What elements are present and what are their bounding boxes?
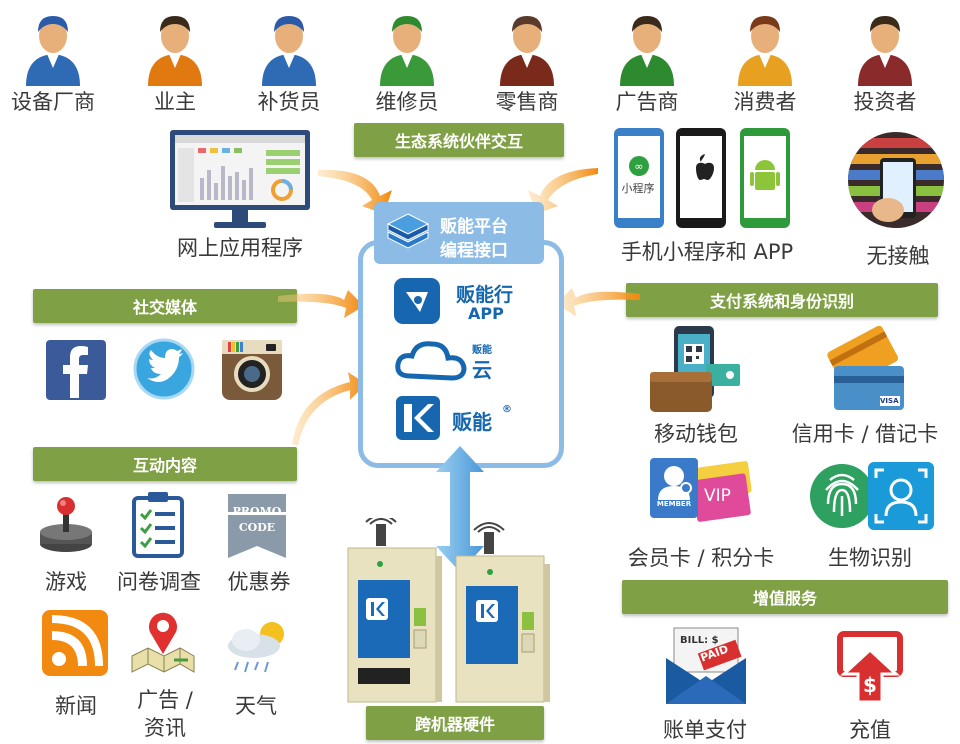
stakeholder-avatar: [496, 8, 558, 86]
recharge-icon[interactable]: [834, 628, 906, 706]
survey-icon[interactable]: [132, 490, 184, 558]
api-title-line1: 贩能平台: [440, 217, 508, 237]
rss-icon[interactable]: [42, 610, 108, 676]
app-logo-icon: [394, 278, 440, 324]
stakeholder-label: 维修员: [375, 90, 439, 114]
interactive-content-section-bar: 互动内容: [33, 447, 297, 481]
weather-icon[interactable]: [222, 614, 292, 676]
member-card-icon[interactable]: [648, 454, 756, 524]
value-added-section-bar: 增值服务: [622, 580, 948, 614]
mobile-phones-icon: ∞: [614, 128, 790, 228]
mobile-wallet-icon[interactable]: [648, 324, 744, 414]
recharge-symbol: $: [863, 673, 877, 697]
mini-program-text: 小程序: [621, 182, 655, 195]
mobile-label: 手机小程序和 APP: [620, 240, 794, 264]
cloud-icon: [395, 341, 467, 381]
stakeholder-label: 设备厂商: [11, 90, 95, 114]
biometric-icon[interactable]: [808, 460, 936, 532]
weather-label: 天气: [235, 694, 277, 718]
stakeholder-avatar: [734, 8, 796, 86]
facebook-icon[interactable]: [46, 340, 106, 400]
mobile-wallet-label: 移动钱包: [654, 422, 738, 446]
stakeholder-avatar: [854, 8, 916, 86]
hardware-section-bar: 跨机器硬件: [366, 706, 544, 740]
ecosystem-section-bar: 生态系统伙伴交互: [354, 123, 564, 157]
game-label: 游戏: [45, 570, 87, 594]
coupon-tag-promo: PROMO: [232, 505, 282, 518]
web-app-label: 网上应用程序: [177, 236, 303, 260]
credit-card-icon[interactable]: [824, 326, 910, 412]
stakeholder-label: 零售商: [495, 90, 559, 114]
stakeholder-avatar: [258, 8, 320, 86]
bidirectional-arrow: [436, 446, 484, 572]
member-badge-text: MEMBER: [656, 500, 692, 508]
twitter-icon[interactable]: [133, 338, 195, 400]
api-title-line2: 编程接口: [440, 241, 508, 261]
app-title-line2: APP: [468, 304, 504, 323]
cloud-text-large: 云: [472, 358, 492, 382]
platform-panel: [358, 240, 564, 468]
news-label: 新闻: [55, 694, 97, 718]
stakeholder-label: 业主: [154, 90, 196, 114]
map-pin-icon[interactable]: [128, 608, 198, 676]
monitor-icon: [170, 130, 310, 228]
contactless-vending-icon: [848, 132, 944, 228]
joystick-icon[interactable]: [36, 494, 96, 556]
stakeholder-avatar: [376, 8, 438, 86]
bill-pay-label: 账单支付: [663, 718, 747, 742]
ads-label-line1: 广告 /: [137, 688, 193, 712]
stakeholder-label: 广告商: [615, 90, 679, 114]
payment-section-bar: 支付系统和身份识别: [626, 283, 938, 317]
credit-card-label: 信用卡 / 借记卡: [791, 422, 939, 446]
stakeholder-avatar: [144, 8, 206, 86]
layers-icon: [386, 213, 430, 249]
survey-label: 问卷调查: [117, 570, 201, 594]
card-brand-text: VISA: [880, 397, 899, 405]
brand-name: 贩能: [452, 410, 492, 434]
social-media-section-bar: 社交媒体: [33, 289, 297, 323]
stakeholder-label: 消费者: [733, 90, 797, 114]
coupon-label: 优惠券: [227, 570, 291, 594]
vending-machine-icon: [347, 518, 550, 703]
brand-registered-mark: ®: [502, 404, 512, 415]
stakeholder-label: 投资者: [853, 90, 917, 114]
ads-label-line2: 资讯: [144, 716, 186, 740]
instagram-icon[interactable]: [222, 340, 282, 400]
bill-pay-icon[interactable]: [664, 624, 748, 706]
biometric-label: 生物识别: [828, 546, 912, 570]
stakeholder-label: 补货员: [257, 90, 321, 114]
bill-text: BILL: $: [680, 635, 719, 646]
contactless-label: 无接触: [866, 244, 930, 268]
cloud-text-small: 贩能: [472, 345, 492, 356]
coupon-icon[interactable]: [226, 492, 288, 560]
member-card-label: 会员卡 / 积分卡: [627, 546, 775, 570]
brand-logo-icon: [396, 396, 440, 440]
recharge-label: 充值: [849, 718, 891, 742]
stakeholder-avatar: [22, 8, 84, 86]
app-title-line1: 贩能行: [456, 284, 514, 306]
coupon-tag-code: CODE: [238, 521, 276, 534]
vip-text: VIP: [704, 486, 731, 506]
stakeholder-avatar: [616, 8, 678, 86]
svg-text:∞: ∞: [634, 160, 643, 173]
